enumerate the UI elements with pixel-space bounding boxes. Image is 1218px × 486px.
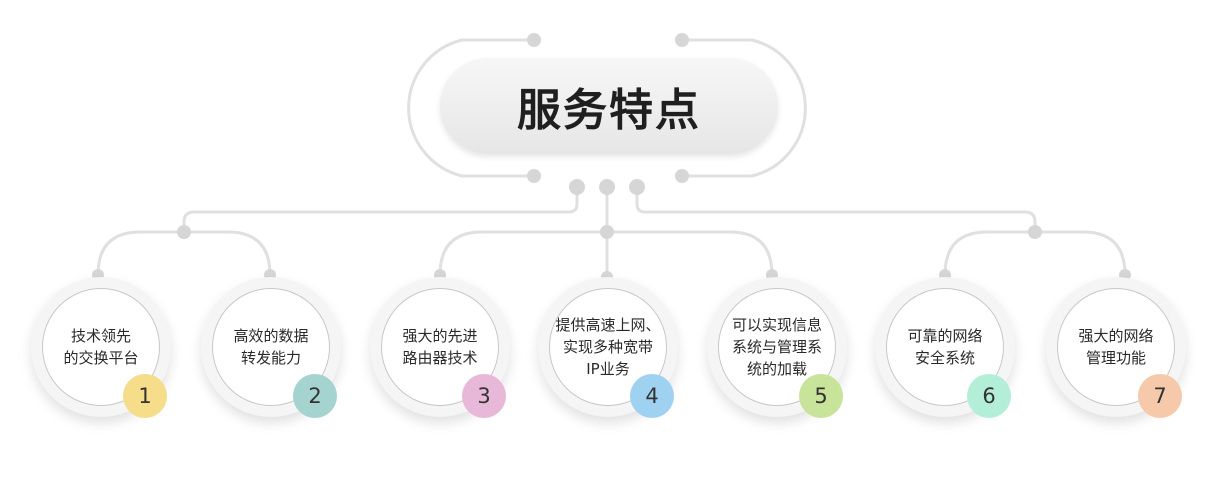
feature-3-line-1: 强大的先进 <box>402 327 478 345</box>
feature-7-line-1: 强大的网络 <box>1078 327 1154 345</box>
feature-1-line-2: 的交换平台 <box>63 349 139 367</box>
feature-1-text: 技术领先 的交换平台 <box>43 325 159 369</box>
feature-7-number-badge: 7 <box>1138 374 1182 418</box>
feature-5-text: 可以实现信息 系统与管理系 统的加载 <box>719 314 835 380</box>
feature-5-line-3: 统的加载 <box>746 360 807 378</box>
feature-4-text: 提供高速上网、 实现多种宽带 IP业务 <box>550 314 666 380</box>
feature-6-line-2: 安全系统 <box>914 349 975 367</box>
page-title: 服务特点 <box>517 85 701 136</box>
feature-node-4: 提供高速上网、 实现多种宽带 IP业务 4 <box>538 277 678 418</box>
title-pill: 服务特点 <box>440 58 778 154</box>
feature-4-line-3: IP业务 <box>586 360 630 378</box>
feature-2-line-2: 转发能力 <box>240 349 301 367</box>
feature-5-number-badge: 5 <box>799 374 843 418</box>
feature-4-line-1: 提供高速上网、 <box>555 316 661 334</box>
feature-7-text: 强大的网络 管理功能 <box>1058 325 1174 369</box>
feature-1-line-1: 技术领先 <box>70 327 131 345</box>
feature-3-text: 强大的先进 路由器技术 <box>382 325 498 369</box>
feature-node-6: 可靠的网络 安全系统 6 <box>875 277 1015 418</box>
feature-2-line-1: 高效的数据 <box>233 327 309 345</box>
feature-3-line-2: 路由器技术 <box>402 349 478 367</box>
feature-node-4-inner: 提供高速上网、 实现多种宽带 IP业务 <box>549 288 667 406</box>
feature-node-3: 强大的先进 路由器技术 3 <box>370 277 510 418</box>
feature-node-1: 技术领先 的交换平台 1 <box>31 277 171 418</box>
feature-node-2: 高效的数据 转发能力 2 <box>201 277 341 418</box>
feature-4-line-2: 实现多种宽带 <box>562 338 653 356</box>
feature-2-text: 高效的数据 转发能力 <box>213 325 329 369</box>
feature-5-line-1: 可以实现信息 <box>731 316 822 334</box>
feature-7-line-2: 管理功能 <box>1085 349 1146 367</box>
feature-6-line-1: 可靠的网络 <box>907 327 983 345</box>
feature-4-number-badge: 4 <box>630 374 674 418</box>
feature-node-7: 强大的网络 管理功能 7 <box>1046 277 1186 418</box>
feature-node-7-inner: 强大的网络 管理功能 <box>1057 288 1175 406</box>
feature-6-number-badge: 6 <box>967 374 1011 418</box>
feature-3-number-badge: 3 <box>462 374 506 418</box>
feature-6-text: 可靠的网络 安全系统 <box>887 325 1003 369</box>
feature-2-number-badge: 2 <box>293 374 337 418</box>
feature-node-5: 可以实现信息 系统与管理系 统的加载 5 <box>707 277 847 418</box>
feature-5-line-2: 系统与管理系 <box>731 338 822 356</box>
feature-1-number-badge: 1 <box>123 374 167 418</box>
